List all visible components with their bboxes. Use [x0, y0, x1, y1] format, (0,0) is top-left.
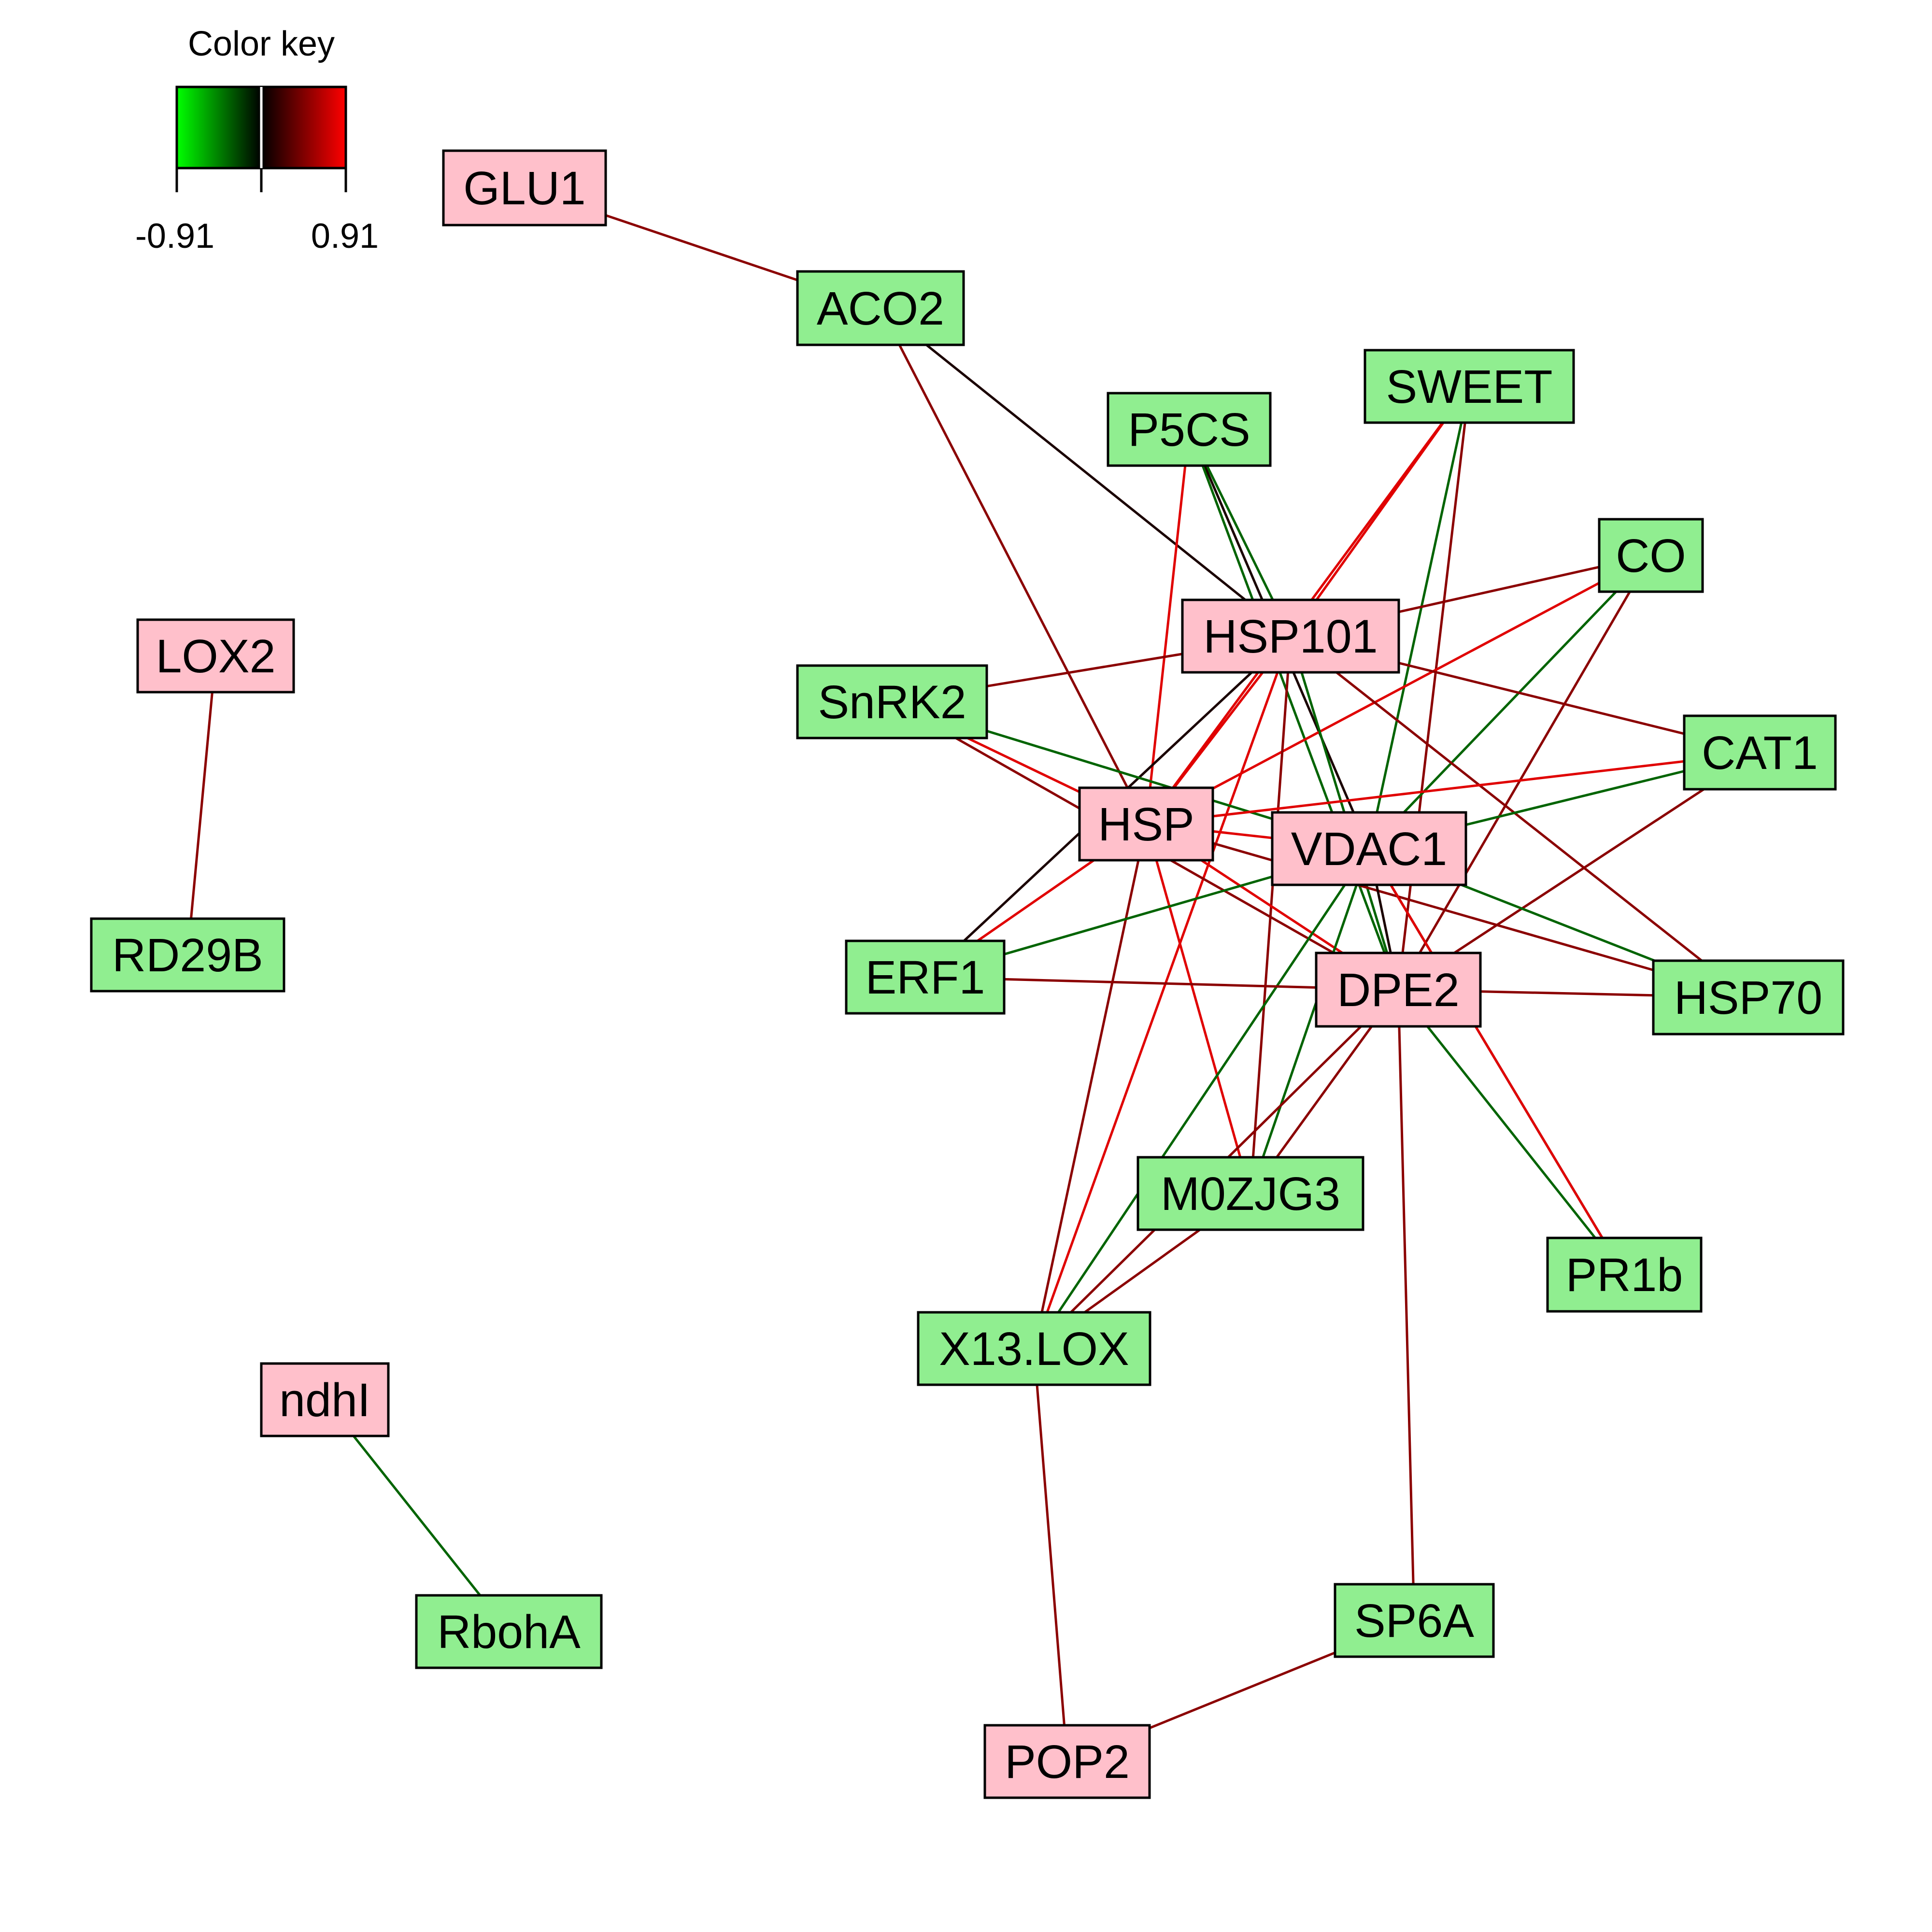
node-glu1[interactable]: GLU1 — [442, 149, 607, 227]
color-key-title: Color key — [188, 25, 335, 63]
node-sp6a[interactable]: SP6A — [1334, 1583, 1495, 1658]
edge-sweet-vdac1 — [1368, 386, 1471, 849]
edge-p5cs-dpe2 — [1188, 429, 1400, 990]
node-box-vdac1[interactable] — [1271, 811, 1467, 886]
node-label-erf1: ERF1 — [866, 951, 985, 1004]
edge-co-hsp — [1145, 554, 1652, 825]
node-pop2[interactable]: POP2 — [983, 1724, 1151, 1799]
node-label-aco2: ACO2 — [817, 282, 944, 335]
edge-lox2-rd29b — [186, 655, 217, 955]
edge-aco2-hsp — [879, 307, 1148, 825]
node-label-sp6a: SP6A — [1354, 1594, 1474, 1647]
node-snrk2[interactable]: SnRK2 — [796, 664, 988, 739]
node-label-hsp70: HSP70 — [1674, 971, 1822, 1024]
node-box-rd29b[interactable] — [90, 917, 285, 993]
edge-hsp-x13-lox — [1033, 824, 1148, 1349]
edge-p5cs-hsp — [1145, 429, 1191, 824]
node-box-co[interactable] — [1598, 518, 1704, 593]
node-dpe2[interactable]: DPE2 — [1315, 952, 1482, 1028]
edge-hsp-m0zjg3 — [1145, 824, 1252, 1194]
edge-hsp101-x13-lox — [1033, 636, 1292, 1349]
edge-co-dpe2 — [1397, 554, 1652, 991]
node-erf1[interactable]: ERF1 — [845, 939, 1006, 1015]
node-label-hsp101: HSP101 — [1203, 610, 1378, 663]
node-label-glu1: GLU1 — [463, 162, 585, 214]
node-box-p5cs[interactable] — [1107, 392, 1272, 467]
node-box-dpe2[interactable] — [1315, 952, 1482, 1028]
node-box-hsp70[interactable] — [1652, 959, 1845, 1036]
color-key: Color key -0.91 0.91 — [135, 25, 379, 256]
node-label-pr1b: PR1b — [1566, 1249, 1683, 1301]
node-label-co: CO — [1616, 529, 1686, 582]
node-label-m0zjg3: M0ZJG3 — [1161, 1167, 1340, 1220]
edge-ndhi-rboha — [324, 1399, 510, 1633]
edge-dpe2-sp6a — [1397, 989, 1416, 1621]
node-ndhi[interactable]: ndhI — [260, 1362, 390, 1437]
edge-vdac1-x13-lox — [1033, 848, 1370, 1350]
edge-pr1b-vdac1 — [1368, 848, 1626, 1276]
node-box-aco2[interactable] — [796, 270, 965, 346]
node-box-pop2[interactable] — [983, 1724, 1151, 1799]
edge-sweet-dpe2 — [1397, 386, 1471, 990]
node-box-hsp101[interactable] — [1181, 598, 1400, 674]
node-label-vdac1: VDAC1 — [1291, 823, 1447, 875]
edge-x13-lox-pop2 — [1033, 1348, 1068, 1762]
node-label-rboha: RbohA — [437, 1605, 581, 1658]
node-label-p5cs: P5CS — [1128, 403, 1250, 456]
node-vdac1[interactable]: VDAC1 — [1271, 811, 1467, 886]
edge-dpe2-pr1b — [1397, 989, 1625, 1276]
edge-co-vdac1 — [1368, 554, 1652, 850]
node-label-snrk2: SnRK2 — [818, 676, 966, 728]
node-box-pr1b[interactable] — [1546, 1236, 1703, 1313]
node-box-sp6a[interactable] — [1334, 1583, 1495, 1658]
node-box-glu1[interactable] — [442, 149, 607, 227]
color-key-max-label: 0.91 — [311, 217, 379, 256]
node-label-cat1: CAT1 — [1702, 726, 1818, 779]
node-label-sweet: SWEET — [1386, 360, 1553, 413]
node-box-x13-lox[interactable] — [917, 1311, 1151, 1386]
node-label-pop2: POP2 — [1005, 1735, 1130, 1788]
node-aco2[interactable]: ACO2 — [796, 270, 965, 346]
edge-hsp101-hsp70 — [1290, 635, 1749, 998]
node-box-snrk2[interactable] — [796, 664, 988, 739]
node-label-ndhi: ndhI — [279, 1374, 370, 1426]
node-pr1b[interactable]: PR1b — [1546, 1236, 1703, 1313]
node-box-sweet[interactable] — [1364, 349, 1575, 424]
node-label-hsp: HSP — [1098, 798, 1194, 851]
node-rboha[interactable]: RbohA — [415, 1594, 603, 1669]
node-label-lox2: LOX2 — [156, 630, 275, 682]
node-p5cs[interactable]: P5CS — [1107, 392, 1272, 467]
node-box-lox2[interactable] — [136, 618, 295, 694]
node-sweet[interactable]: SWEET — [1364, 349, 1575, 424]
node-box-ndhi[interactable] — [260, 1362, 390, 1437]
color-key-min-label: -0.91 — [135, 217, 214, 256]
edge-aco2-hsp101 — [880, 307, 1292, 637]
node-cat1[interactable]: CAT1 — [1683, 714, 1837, 791]
node-hsp101[interactable]: HSP101 — [1181, 598, 1400, 674]
node-rd29b[interactable]: RD29B — [90, 917, 285, 993]
node-hsp70[interactable]: HSP70 — [1652, 959, 1845, 1036]
node-label-x13-lox: X13.LOX — [939, 1322, 1129, 1375]
edge-cat1-hsp — [1146, 751, 1760, 825]
node-label-dpe2: DPE2 — [1337, 964, 1459, 1016]
node-co[interactable]: CO — [1598, 518, 1704, 593]
node-box-cat1[interactable] — [1683, 714, 1837, 791]
node-hsp[interactable]: HSP — [1078, 786, 1214, 862]
node-label-rd29b: RD29B — [112, 929, 263, 981]
node-box-hsp[interactable] — [1078, 786, 1214, 862]
node-box-m0zjg3[interactable] — [1136, 1156, 1364, 1231]
node-x13-lox[interactable]: X13.LOX — [917, 1311, 1151, 1386]
node-box-rboha[interactable] — [415, 1594, 603, 1669]
node-m0zjg3[interactable]: M0ZJG3 — [1136, 1156, 1364, 1231]
edge-hsp-hsp70 — [1146, 823, 1749, 999]
node-lox2[interactable]: LOX2 — [136, 618, 295, 694]
edge-vdac1-m0zjg3 — [1249, 848, 1370, 1194]
node-box-erf1[interactable] — [845, 939, 1006, 1015]
edge-cat1-dpe2 — [1397, 751, 1761, 991]
edge-hsp101-m0zjg3 — [1249, 636, 1292, 1194]
